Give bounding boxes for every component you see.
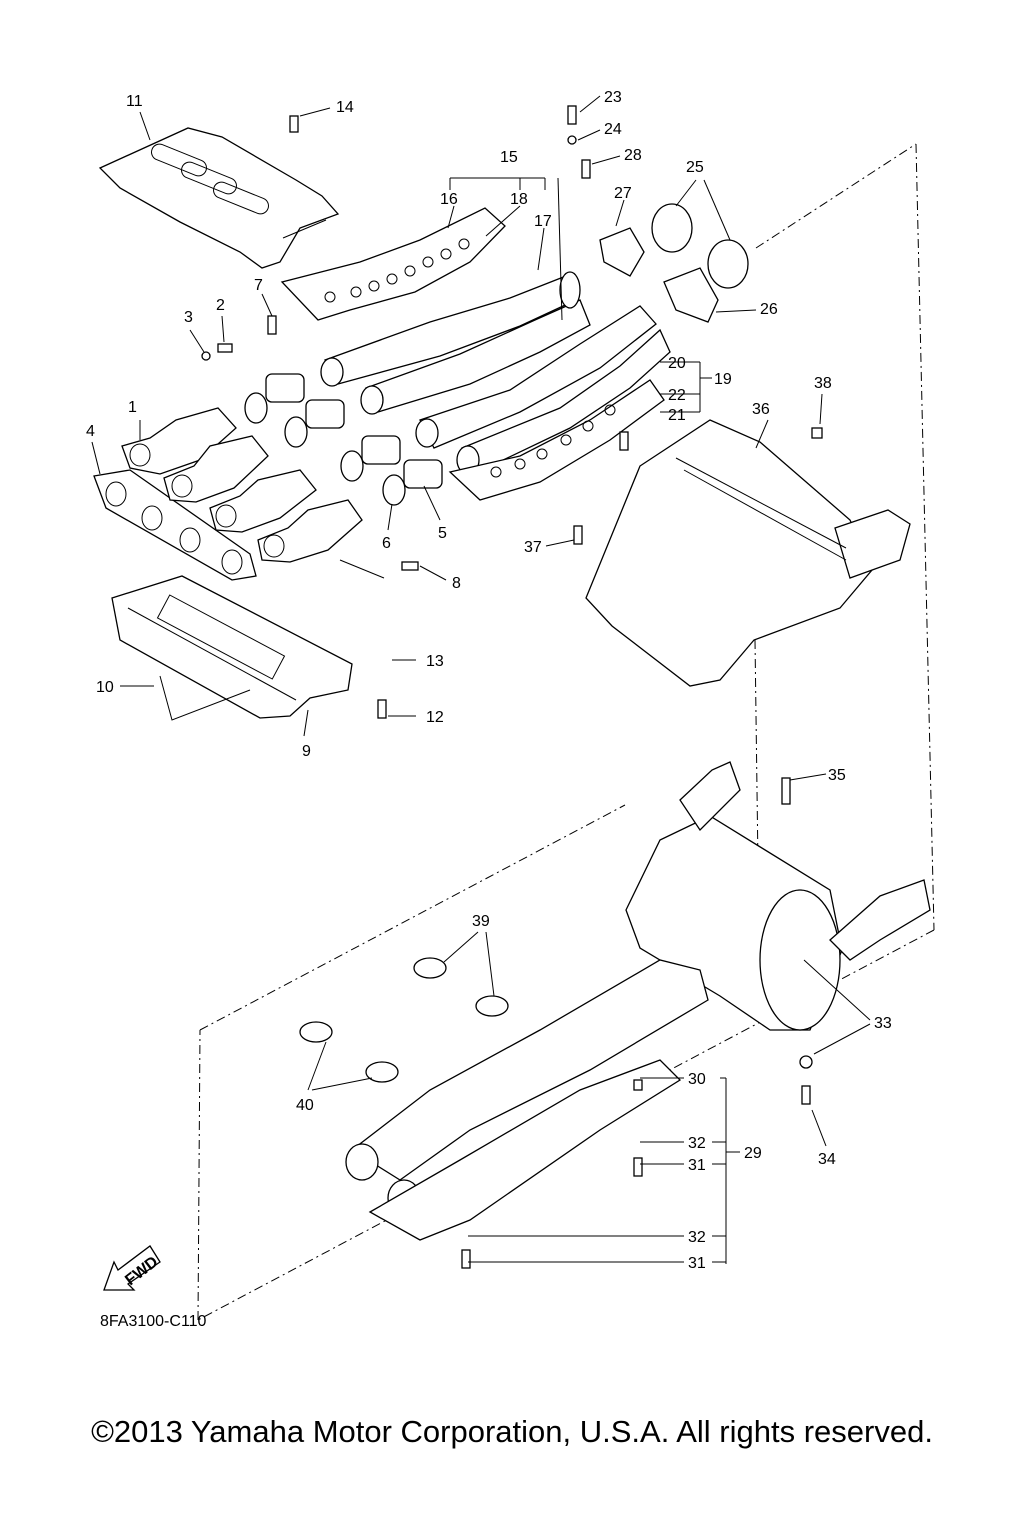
callout-38: 38 — [814, 375, 832, 392]
callout-17: 17 — [534, 213, 552, 230]
callout-27: 27 — [614, 185, 632, 202]
callout-31b: 31 — [688, 1255, 706, 1272]
callout-1: 1 — [128, 399, 137, 416]
pipe-clamps — [265, 373, 443, 489]
muffler-body — [625, 761, 931, 1031]
callout-39: 39 — [472, 913, 490, 930]
callout-6: 6 — [382, 535, 391, 552]
callout-37: 37 — [524, 539, 542, 556]
callout-14: 14 — [336, 99, 354, 116]
callout-10: 10 — [96, 679, 114, 696]
callout-labels: 1 2 3 4 5 6 7 8 9 10 11 12 13 14 15 16 1… — [86, 89, 892, 1272]
callout-15: 15 — [500, 149, 518, 166]
callout-24: 24 — [604, 121, 622, 138]
callout-33: 33 — [874, 1015, 892, 1032]
pipe-heat-shield-19 — [448, 379, 665, 501]
callout-40: 40 — [296, 1097, 314, 1114]
flexible-joints — [121, 407, 363, 563]
callout-20: 20 — [668, 355, 686, 372]
forward-arrow: FWD — [103, 1245, 161, 1291]
callout-30: 30 — [688, 1071, 706, 1088]
callout-18: 18 — [510, 191, 528, 208]
callout-7: 7 — [254, 277, 263, 294]
rubber-caps — [299, 957, 509, 1083]
callout-35: 35 — [828, 767, 846, 784]
lower-heat-shield — [111, 575, 353, 719]
upper-heat-shield — [98, 127, 340, 269]
callout-25: 25 — [686, 159, 704, 176]
callout-16: 16 — [440, 191, 458, 208]
callout-32a: 32 — [688, 1135, 706, 1152]
callout-23: 23 — [604, 89, 622, 106]
callout-13: 13 — [426, 653, 444, 670]
connector-parts — [599, 203, 749, 323]
copyright-notice: ©2013 Yamaha Motor Corporation, U.S.A. A… — [91, 1414, 933, 1449]
callout-4: 4 — [86, 423, 95, 440]
callout-29: 29 — [744, 1145, 762, 1162]
callout-34: 34 — [818, 1151, 836, 1168]
muffler-cover — [585, 419, 911, 687]
callout-32b: 32 — [688, 1229, 706, 1246]
fasteners — [201, 105, 823, 1269]
pipe-heat-shield-16 — [280, 207, 506, 321]
callout-3: 3 — [184, 309, 193, 326]
callout-11: 11 — [126, 93, 143, 110]
callout-28: 28 — [624, 147, 642, 164]
callout-5: 5 — [438, 525, 447, 542]
callout-8: 8 — [452, 575, 461, 592]
manifold-gasket — [93, 469, 257, 581]
callout-9: 9 — [302, 743, 311, 760]
callout-12: 12 — [426, 709, 444, 726]
callout-22: 22 — [668, 387, 686, 404]
left-header-pipes — [320, 271, 591, 415]
callout-21: 21 — [668, 407, 686, 424]
callout-36: 36 — [752, 401, 770, 418]
callout-31a: 31 — [688, 1157, 706, 1174]
leader-lines — [91, 95, 871, 1264]
diagram-code: 8FA3100-C110 — [100, 1313, 207, 1330]
callout-2: 2 — [216, 297, 225, 314]
rear-y-pipe — [345, 959, 709, 1241]
callout-26: 26 — [760, 301, 778, 318]
seal-rings — [244, 392, 406, 506]
callout-19: 19 — [714, 371, 732, 388]
